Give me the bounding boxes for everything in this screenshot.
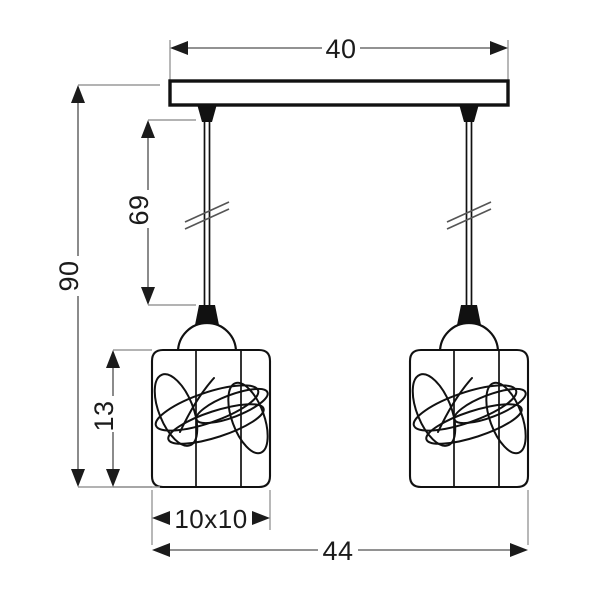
dimension-label-total-height: 90 xyxy=(54,260,84,291)
dimension-label-shade-footprint: 10x10 xyxy=(174,504,247,534)
dimension-cord-drop: 69 xyxy=(124,119,196,306)
dimension-label-shade-height: 13 xyxy=(89,400,119,431)
dimension-overall-width: 44 xyxy=(151,490,529,566)
socket-cap-left xyxy=(176,321,238,354)
dimension-bar-width: 40 xyxy=(169,34,509,82)
cord-break-symbol-left xyxy=(184,201,230,230)
glass-shade-left xyxy=(150,348,272,489)
dimension-shade-footprint: 10x10 xyxy=(151,490,271,534)
dimension-label-cord-drop: 69 xyxy=(124,194,154,225)
cord-break-symbol-right xyxy=(446,201,492,230)
swirl-decoration-right xyxy=(411,373,527,455)
dimension-shade-height: 13 xyxy=(89,349,152,488)
suspension-cord-right xyxy=(446,104,492,325)
glass-shade-right xyxy=(408,348,530,489)
dimension-total-height: 90 xyxy=(54,84,160,488)
dimension-label-bar-width: 40 xyxy=(325,34,356,64)
socket-cap-right xyxy=(438,321,500,354)
swirl-decoration-left xyxy=(153,373,269,455)
dimension-label-overall-width: 44 xyxy=(322,536,353,566)
ceiling-mount-bar xyxy=(168,79,510,107)
suspension-cord-left xyxy=(184,104,230,325)
